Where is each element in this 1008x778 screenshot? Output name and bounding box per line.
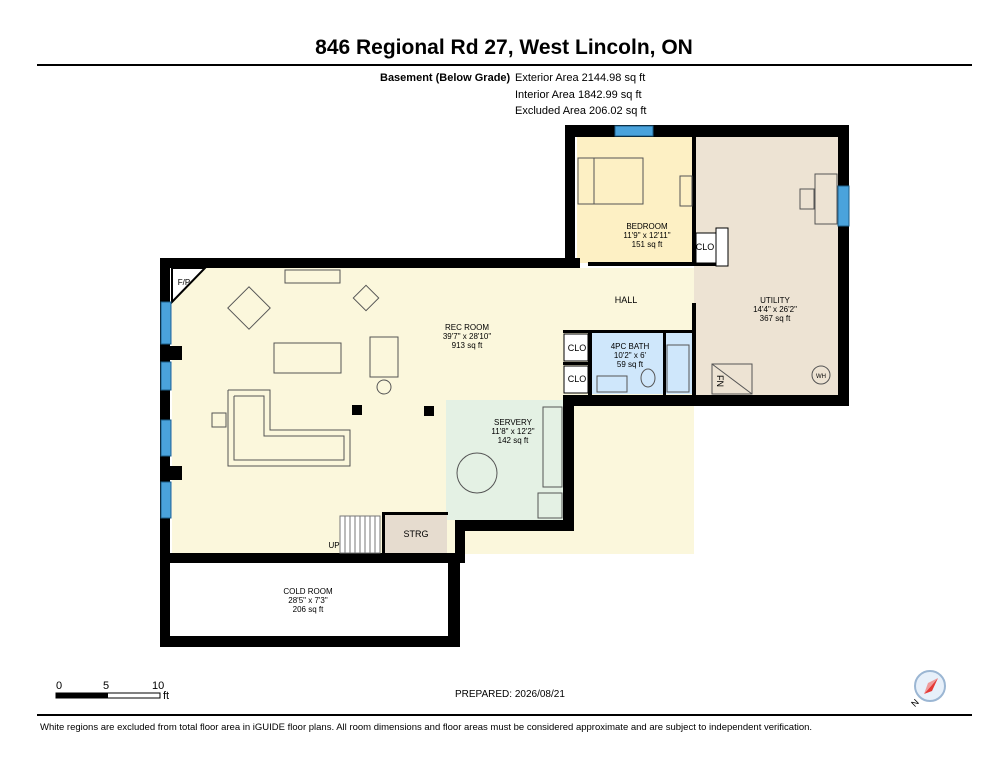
cold-room-dims: 28'5" x 7'3" <box>288 596 328 605</box>
utility-name: UTILITY <box>760 296 790 305</box>
scale-five: 5 <box>103 680 110 692</box>
closet-2 <box>563 365 589 394</box>
bedroom-name: BEDROOM <box>626 222 668 231</box>
bedroom-dims: 11'9" x 12'11" <box>623 231 670 240</box>
clo-label-1: CLO <box>568 343 587 353</box>
cold-room-area: 206 sq ft <box>293 605 324 614</box>
hall-label: HALL <box>615 295 638 305</box>
exterior-area: Exterior Area 2144.98 sq ft <box>515 72 646 84</box>
cold-room-name: COLD ROOM <box>283 587 333 596</box>
utility-dims: 14'4" x 26'2" <box>753 305 797 314</box>
compass-icon <box>914 670 946 702</box>
bedroom-area: 151 sq ft <box>632 240 663 249</box>
strg-floor <box>385 512 447 554</box>
rec-room-name: REC ROOM <box>445 323 489 332</box>
post-2 <box>424 406 434 416</box>
excluded-area: Excluded Area 206.02 sq ft <box>515 105 647 117</box>
bath-dims: 10'2" x 6' <box>614 351 647 360</box>
scale-ten: 10 <box>152 680 165 692</box>
stairs-up-label: UP <box>328 541 339 550</box>
servery-floor <box>446 400 564 520</box>
scale-zero: 0 <box>56 680 63 692</box>
stairs <box>339 515 381 554</box>
post-1 <box>352 405 362 415</box>
compass-north-label: N <box>909 697 921 709</box>
closet-1 <box>563 333 589 362</box>
clo-label-utility: CLO <box>696 242 715 252</box>
prepared-date: PREPARED: 2026/08/21 <box>455 689 565 700</box>
plan-title: 846 Regional Rd 27, West Lincoln, ON <box>315 36 693 59</box>
furniture <box>211 157 838 519</box>
servery-area: 142 sq ft <box>498 436 529 445</box>
windows <box>160 125 850 519</box>
servery-name: SERVERY <box>494 418 533 427</box>
footer-divider <box>37 714 972 716</box>
footer-disclaimer: White regions are excluded from total fl… <box>40 722 813 733</box>
servery-dims: 11'8" x 12'2" <box>491 427 534 436</box>
rec-room-dims: 39'7" x 28'10" <box>443 332 491 341</box>
strg-label: STRG <box>403 529 428 539</box>
scale-bar <box>55 692 161 699</box>
water-heater-label: WH <box>816 374 826 380</box>
bath-name: 4PC BATH <box>611 342 650 351</box>
clo-label-2: CLO <box>568 374 587 384</box>
furnace-label: FN <box>715 375 725 387</box>
interior-area: Interior Area 1842.99 sq ft <box>515 89 642 101</box>
rec-room-area: 913 sq ft <box>452 341 483 350</box>
closet-shelf <box>715 227 729 267</box>
fireplace-label: F/P <box>178 278 190 287</box>
utility-area: 367 sq ft <box>760 314 791 323</box>
bath-area: 59 sq ft <box>617 360 644 369</box>
level-label: Basement (Below Grade) <box>380 72 511 84</box>
scale-unit: ft <box>163 690 170 702</box>
title-divider <box>37 64 972 66</box>
